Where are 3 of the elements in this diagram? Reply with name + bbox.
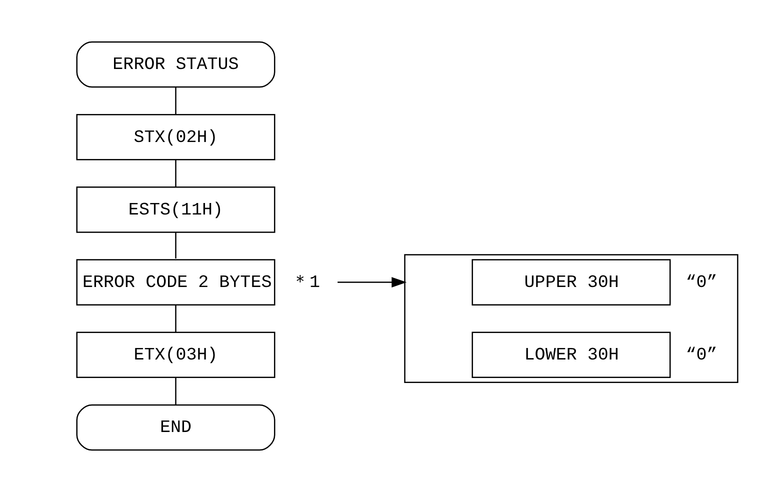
node-label: ＊1 bbox=[291, 272, 320, 293]
node-label: “0” bbox=[685, 346, 717, 366]
node-label: “0” bbox=[685, 272, 717, 293]
